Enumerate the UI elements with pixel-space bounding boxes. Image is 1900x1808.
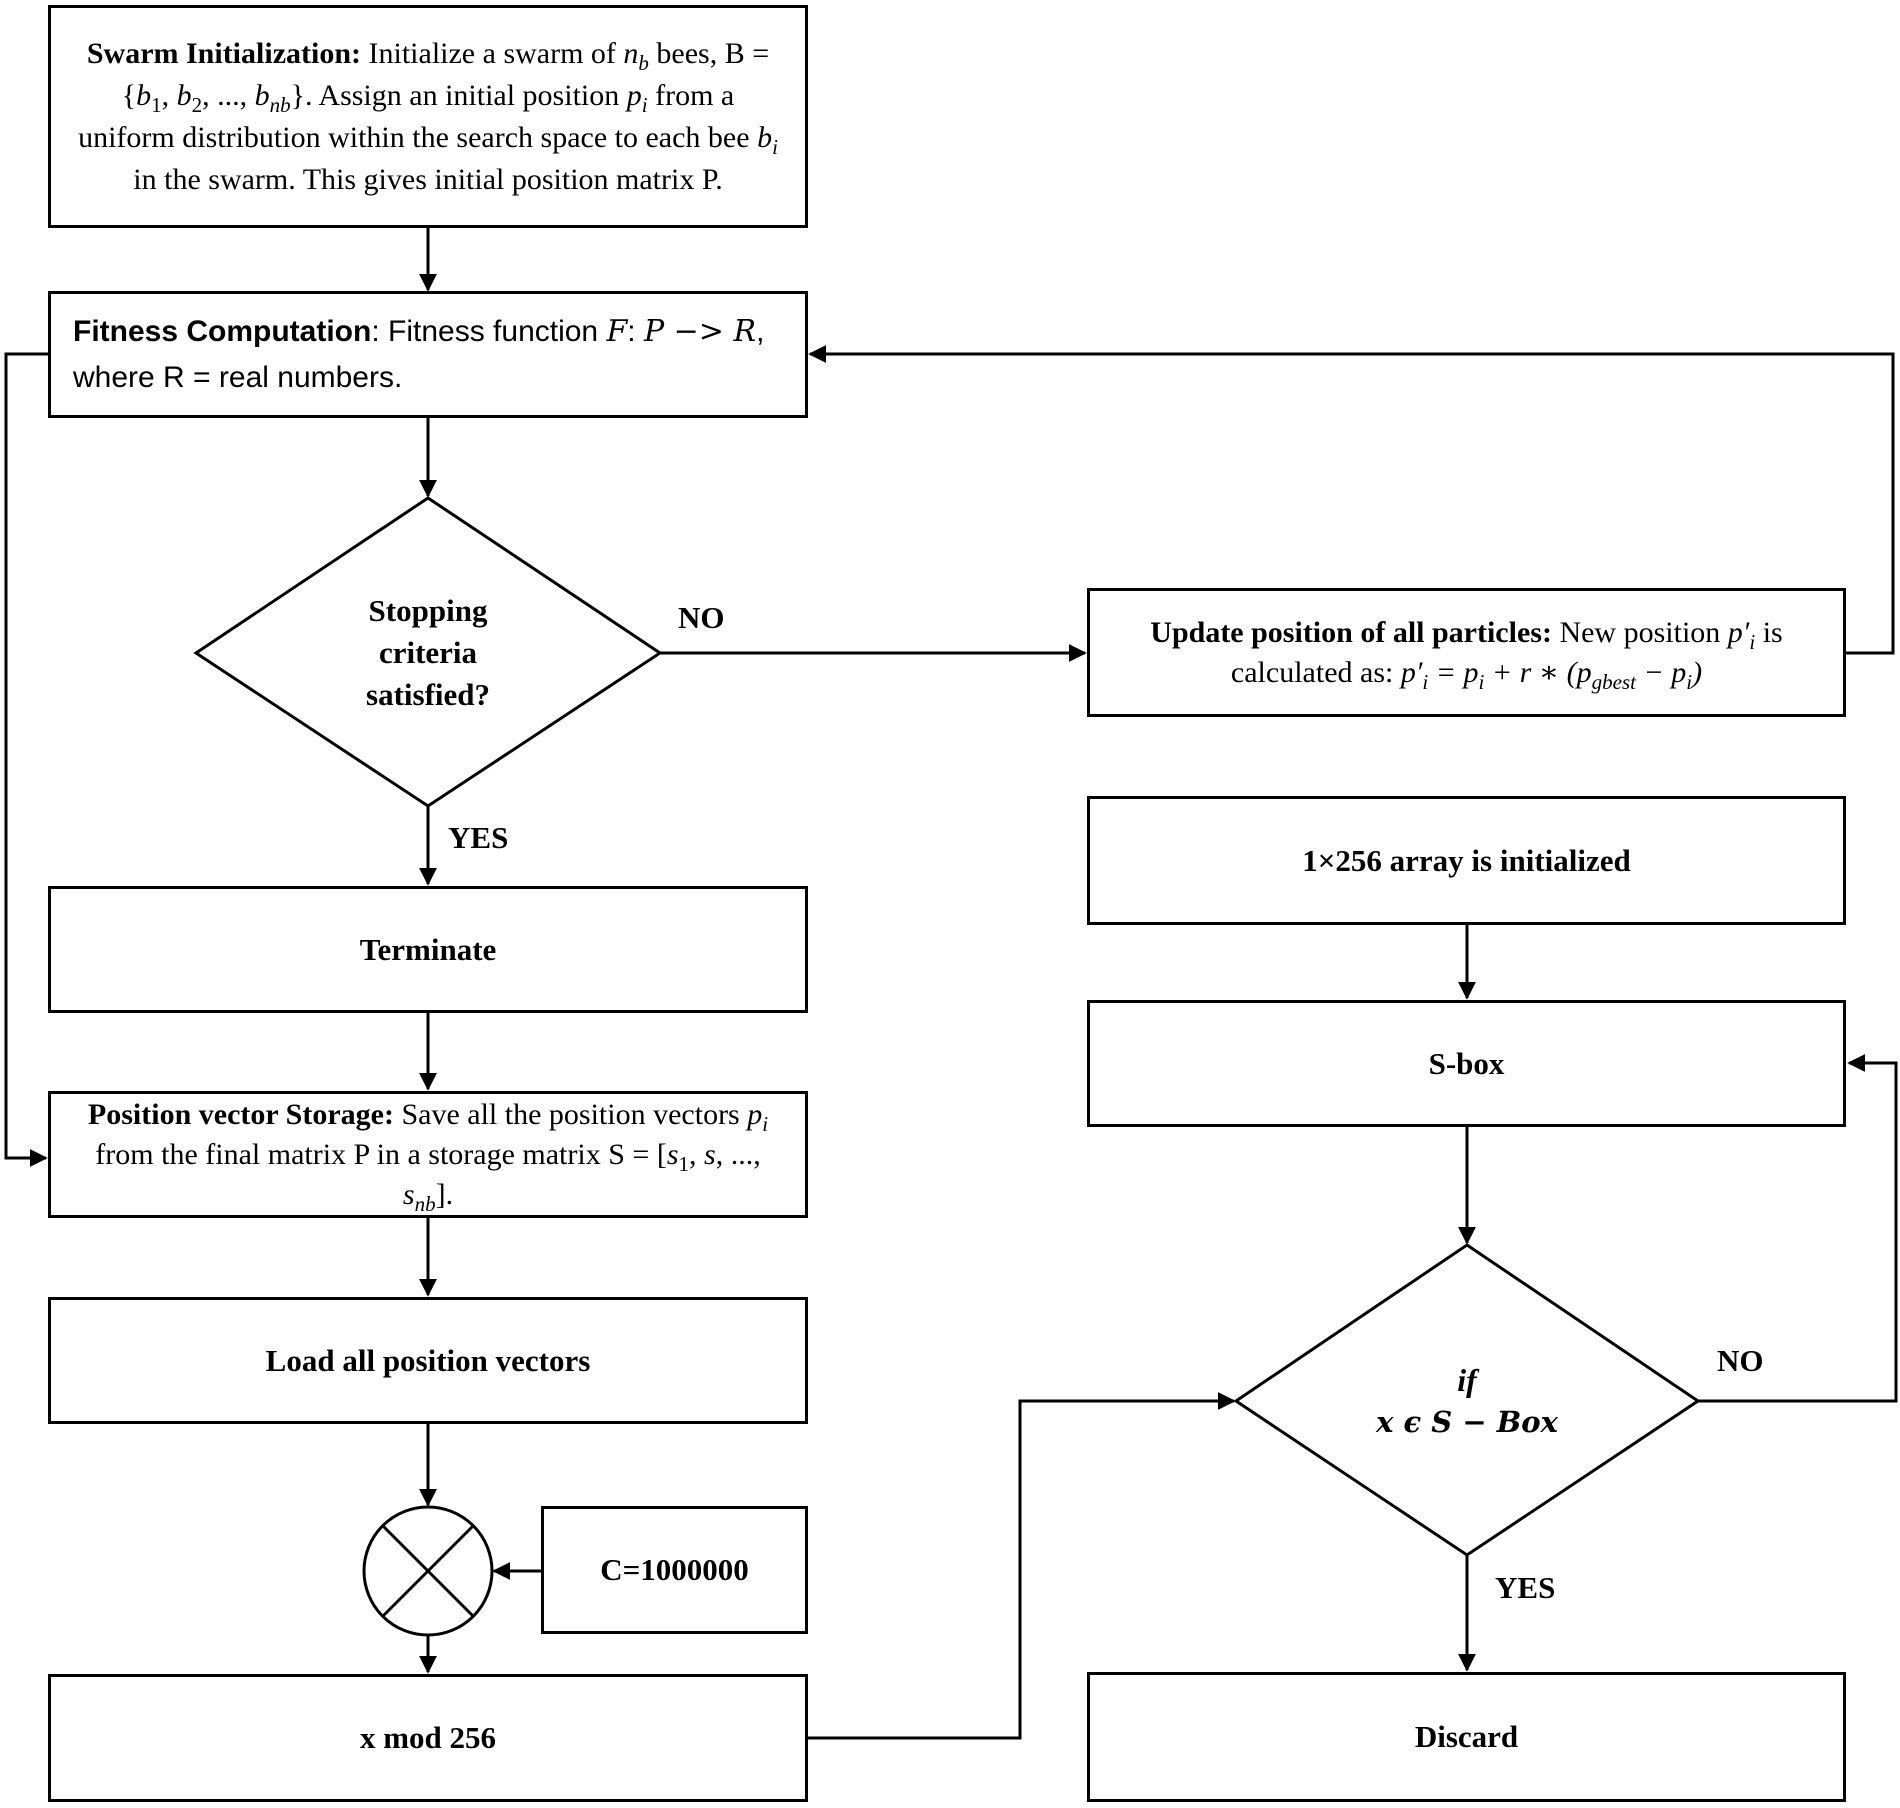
math-symbol: b xyxy=(254,78,270,112)
text-fragment: bees, B = { xyxy=(121,36,770,112)
math-symbol: s xyxy=(402,1177,415,1211)
text-fragment: New position xyxy=(1551,615,1728,649)
math-subscript: i xyxy=(1749,629,1756,654)
terminate-box: Terminate xyxy=(48,886,808,1013)
position-storage-title: Position vector Storage: xyxy=(87,1097,394,1131)
text-fragment: , where R = real numbers. xyxy=(73,314,765,394)
text-fragment: in the swarm. This gives initial positio… xyxy=(133,162,723,196)
math-symbol: n xyxy=(623,36,639,70)
math-symbol: F xyxy=(606,313,628,349)
load-position-vectors-box: Load all position vectors xyxy=(48,1297,808,1424)
load-position-vectors-label: Load all position vectors xyxy=(265,1342,591,1378)
multiply-icon-stroke-2 xyxy=(381,1524,475,1618)
discard-box: Discard xyxy=(1087,1672,1846,1802)
if-condition: x ϵ S − Box xyxy=(1376,1405,1558,1439)
math-subscript: i xyxy=(1422,669,1429,694)
update-position-text: Update position of all particles: New po… xyxy=(1108,613,1825,693)
text-fragment: from a uniform distribution within the s… xyxy=(78,78,758,154)
math-symbol: b xyxy=(757,120,773,154)
no-label-sbox: NO xyxy=(1717,1343,1764,1378)
math-subscript: 2 xyxy=(191,92,203,117)
array-initialized-label: 1×256 array is initialized xyxy=(1302,842,1631,878)
math-subscript: i xyxy=(772,134,778,159)
math-expression: = p xyxy=(1428,655,1479,689)
math-subscript: i xyxy=(762,1111,769,1136)
math-subscript: 1 xyxy=(678,1151,690,1176)
swarm-initialization-box: Swarm Initialization: Initialize a swarm… xyxy=(48,5,808,228)
discard-label: Discard xyxy=(1414,1719,1519,1754)
if-keyword: if xyxy=(1457,1362,1477,1398)
text-fragment: , ..., xyxy=(202,78,255,112)
update-position-title: Update position of all particles: xyxy=(1150,615,1552,649)
math-subscript: i xyxy=(641,92,648,117)
text-fragment: ]. xyxy=(435,1177,454,1211)
swarm-initialization-title: Swarm Initialization: xyxy=(86,36,362,70)
math-symbol: p xyxy=(747,1097,763,1131)
text-fragment: Initialize a swarm of xyxy=(361,36,624,70)
yes-label-stopping: YES xyxy=(448,820,509,855)
text-fragment: , xyxy=(689,1137,704,1171)
math-symbol: b xyxy=(176,78,192,112)
text-fragment: from the final matrix P in a storage mat… xyxy=(95,1137,667,1171)
math-symbol: p xyxy=(626,78,642,112)
math-subscript: gbest xyxy=(1591,669,1636,694)
text-fragment: : xyxy=(627,314,644,348)
math-expression: + r ∗ (p xyxy=(1484,655,1592,689)
if-sbox-label: if x ϵ S − Box xyxy=(1327,1356,1607,1446)
yes-label-sbox: YES xyxy=(1495,1570,1556,1605)
arrow-fitness-to-storage xyxy=(4,352,48,1167)
position-storage-text: Position vector Storage: Save all the po… xyxy=(81,1095,775,1215)
terminate-label: Terminate xyxy=(359,931,497,967)
math-subscript: b xyxy=(638,50,649,75)
math-subscript: nb xyxy=(414,1191,436,1216)
constant-c-box: C=1000000 xyxy=(541,1506,808,1634)
math-symbol: s xyxy=(666,1137,679,1171)
math-symbol: p′ xyxy=(1727,615,1750,649)
math-expression: P −> R xyxy=(643,313,757,349)
fitness-computation-text: Fitness Computation: Fitness function F:… xyxy=(73,309,783,401)
math-symbol: p′ xyxy=(1400,655,1423,689)
mod-256-box: x mod 256 xyxy=(48,1674,808,1802)
swarm-initialization-text: Swarm Initialization: Initialize a swarm… xyxy=(77,33,779,201)
text-fragment: : Fitness function xyxy=(371,314,607,348)
arrow-update-loop-to-fitness xyxy=(808,345,1895,655)
math-subscript: 1 xyxy=(151,92,162,117)
fitness-computation-box: Fitness Computation: Fitness function F:… xyxy=(48,291,808,418)
sbox-label: S-box xyxy=(1428,1045,1505,1081)
math-symbol: s xyxy=(704,1137,716,1171)
math-subscript: i xyxy=(1686,669,1693,694)
math-subscript: nb xyxy=(269,92,291,117)
text-fragment: Save all the position vectors xyxy=(393,1097,748,1131)
no-label-stopping: NO xyxy=(678,600,725,635)
math-expression: − p xyxy=(1635,655,1687,689)
position-storage-box: Position vector Storage: Save all the po… xyxy=(48,1091,808,1218)
math-symbol: b xyxy=(136,78,152,112)
fitness-computation-title: Fitness Computation xyxy=(73,314,372,348)
text-fragment: , xyxy=(161,78,177,112)
math-expression: ) xyxy=(1692,655,1703,689)
sbox-box: S-box xyxy=(1087,1000,1846,1127)
stopping-criteria-text: Stopping criteria satisfied? xyxy=(366,593,490,712)
math-subscript: i xyxy=(1478,669,1485,694)
arrow-no-back-to-sbox xyxy=(1698,1054,1898,1403)
text-fragment: }. Assign an initial position xyxy=(290,78,627,112)
stopping-criteria-label: Stopping criteria satisfied? xyxy=(318,590,538,716)
update-position-box: Update position of all particles: New po… xyxy=(1087,588,1846,717)
constant-c-label: C=1000000 xyxy=(600,1552,749,1587)
array-initialized-box: 1×256 array is initialized xyxy=(1087,796,1846,925)
text-fragment: , ..., xyxy=(715,1137,761,1171)
mod-256-label: x mod 256 xyxy=(359,1720,497,1755)
text-fragment: is calculated as: xyxy=(1230,615,1783,689)
arrow-mod-to-if xyxy=(808,1392,1236,1740)
